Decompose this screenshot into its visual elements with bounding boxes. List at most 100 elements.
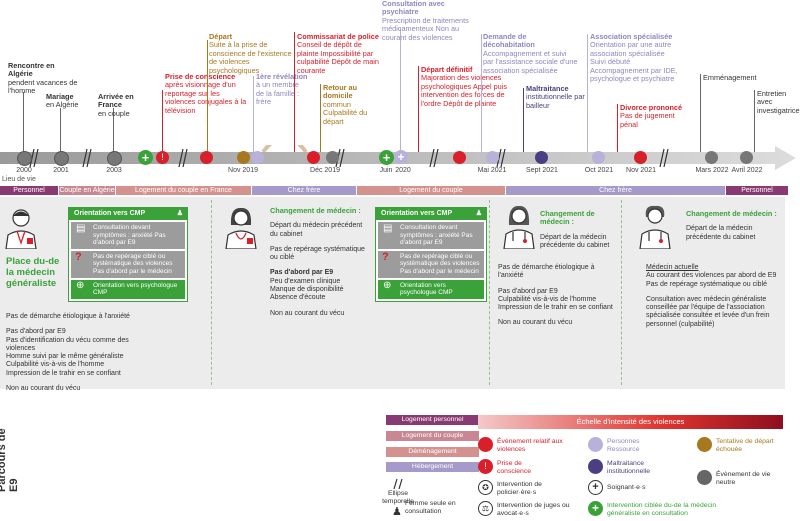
clipboard-icon: ▤ bbox=[383, 223, 393, 234]
side-title: Parcours de E9 bbox=[0, 428, 20, 492]
event-line bbox=[294, 32, 295, 152]
lieu-segment: Chez frère bbox=[252, 186, 356, 195]
event-emmenagement: Emménagement bbox=[703, 73, 757, 82]
lieu-segment: Chez frère bbox=[506, 186, 725, 195]
legend-item: Tentative de départ échouée bbox=[716, 438, 774, 453]
legend-swatch: Déménagement bbox=[386, 447, 479, 457]
panel4-text: Médecin actuelle Au courant des violence… bbox=[646, 264, 777, 328]
lieu-segment: Logement du couple bbox=[357, 186, 505, 195]
gp-intervention-icon: + bbox=[138, 150, 153, 165]
violence-event-icon bbox=[200, 151, 213, 164]
legend-item: Intervention de policier·ère·s bbox=[497, 481, 542, 496]
date-label: Nov 2021 bbox=[626, 167, 656, 174]
caregiver-icon: + bbox=[394, 150, 408, 164]
resource-person-icon bbox=[251, 151, 264, 164]
doctor-male-avatar bbox=[5, 209, 37, 249]
neutral-event-icon bbox=[740, 151, 753, 164]
resource-person-icon bbox=[486, 151, 499, 164]
plus-circle-icon: ⊕ bbox=[383, 279, 392, 291]
event-line bbox=[320, 84, 321, 152]
event-line bbox=[400, 28, 401, 152]
violence-event-icon bbox=[478, 437, 493, 452]
date-label: 2000 bbox=[16, 167, 32, 174]
cmp-title: Orientation vers CMP bbox=[381, 210, 453, 217]
date-label: Sept 2021 bbox=[526, 167, 558, 174]
panel3-text: Pas de démarche étiologique à l'anxiété … bbox=[498, 264, 613, 327]
violence-event-icon bbox=[453, 151, 466, 164]
event-line bbox=[617, 104, 618, 152]
event-line bbox=[418, 66, 419, 152]
resource-person-icon bbox=[588, 437, 603, 452]
date-label: Oct 2021 bbox=[584, 167, 614, 174]
panel4-title-text: Changement de médecin : Départ de la méd… bbox=[686, 209, 777, 241]
legend-swatch: Logement personnel bbox=[386, 415, 479, 425]
event-line bbox=[113, 108, 114, 152]
ellipse-icon bbox=[393, 478, 403, 490]
panel2-text: Changement de médecin : Départ du médeci… bbox=[270, 206, 365, 317]
question-mark-icon: ? bbox=[382, 250, 389, 263]
person-icon: ♟ bbox=[392, 506, 402, 518]
event-line bbox=[481, 34, 482, 152]
cmp-box: Orientation vers CMP♟ ▤Consultation deva… bbox=[68, 207, 188, 302]
event-line bbox=[253, 76, 254, 152]
failed-departure-icon bbox=[697, 437, 712, 452]
legend-item: Évènement relatif aux violences bbox=[497, 438, 563, 453]
failed-departure-icon bbox=[237, 151, 250, 164]
date-label: Avril 2022 bbox=[731, 167, 763, 174]
doctor-female-avatar bbox=[225, 207, 257, 249]
event-line bbox=[700, 74, 701, 152]
institutional-abuse-icon bbox=[588, 459, 603, 474]
panel3-title-text: Changement de médecin : Départ de la méd… bbox=[540, 209, 610, 249]
panel1-title: Place du-de la médecin généraliste bbox=[6, 256, 60, 289]
intensity-scale bbox=[478, 415, 783, 429]
scale-label: Échelle d'intensité des violences bbox=[576, 417, 685, 426]
caregiver-icon: + bbox=[588, 480, 603, 495]
date-label: Mai 2021 bbox=[477, 167, 507, 174]
lieu-segment: Couple en Algérie bbox=[59, 186, 115, 195]
date-label: Mars 2022 bbox=[695, 167, 729, 174]
doctor-female-avatar bbox=[639, 205, 671, 249]
neutral-event-icon bbox=[54, 151, 69, 166]
violence-event-icon bbox=[634, 151, 647, 164]
clipboard-icon: ▤ bbox=[76, 223, 86, 234]
neutral-event-icon bbox=[107, 151, 122, 166]
panel1-text: Pas de démarche étiologique à l'anxiété … bbox=[6, 313, 130, 393]
legend-item: Prise de conscience bbox=[497, 460, 532, 475]
cmp-box: Orientation vers CMP♟ ▤Consultation deva… bbox=[375, 207, 487, 302]
event-line bbox=[23, 92, 24, 152]
legend-swatch: Hébergement bbox=[386, 462, 479, 472]
lieu-segment: Personnel bbox=[0, 186, 58, 195]
plus-circle-icon: ⊕ bbox=[76, 279, 85, 291]
event-line bbox=[60, 108, 61, 152]
gp-intervention-icon: + bbox=[588, 501, 603, 516]
event-line bbox=[207, 40, 208, 152]
gp-intervention-icon: + bbox=[379, 150, 394, 165]
cmp-title: Orientation vers CMP bbox=[74, 210, 146, 217]
question-mark-icon: ? bbox=[75, 250, 82, 263]
legend-ellipse: Ellipse temporelle bbox=[382, 490, 414, 505]
resource-person-icon bbox=[592, 151, 605, 164]
date-label: 2020 bbox=[395, 167, 411, 174]
judge-icon: ⚖ bbox=[478, 501, 493, 516]
institutional-abuse-icon bbox=[535, 151, 548, 164]
event-line bbox=[754, 90, 755, 152]
date-label: Déc 2019 bbox=[310, 167, 340, 174]
lieu-segment: Logement du couple en France bbox=[116, 186, 251, 195]
neutral-event-icon bbox=[697, 470, 712, 485]
date-label: Nov 2019 bbox=[228, 167, 258, 174]
violence-event-icon bbox=[307, 151, 320, 164]
date-label: 2001 bbox=[53, 167, 69, 174]
event-line bbox=[587, 34, 588, 152]
